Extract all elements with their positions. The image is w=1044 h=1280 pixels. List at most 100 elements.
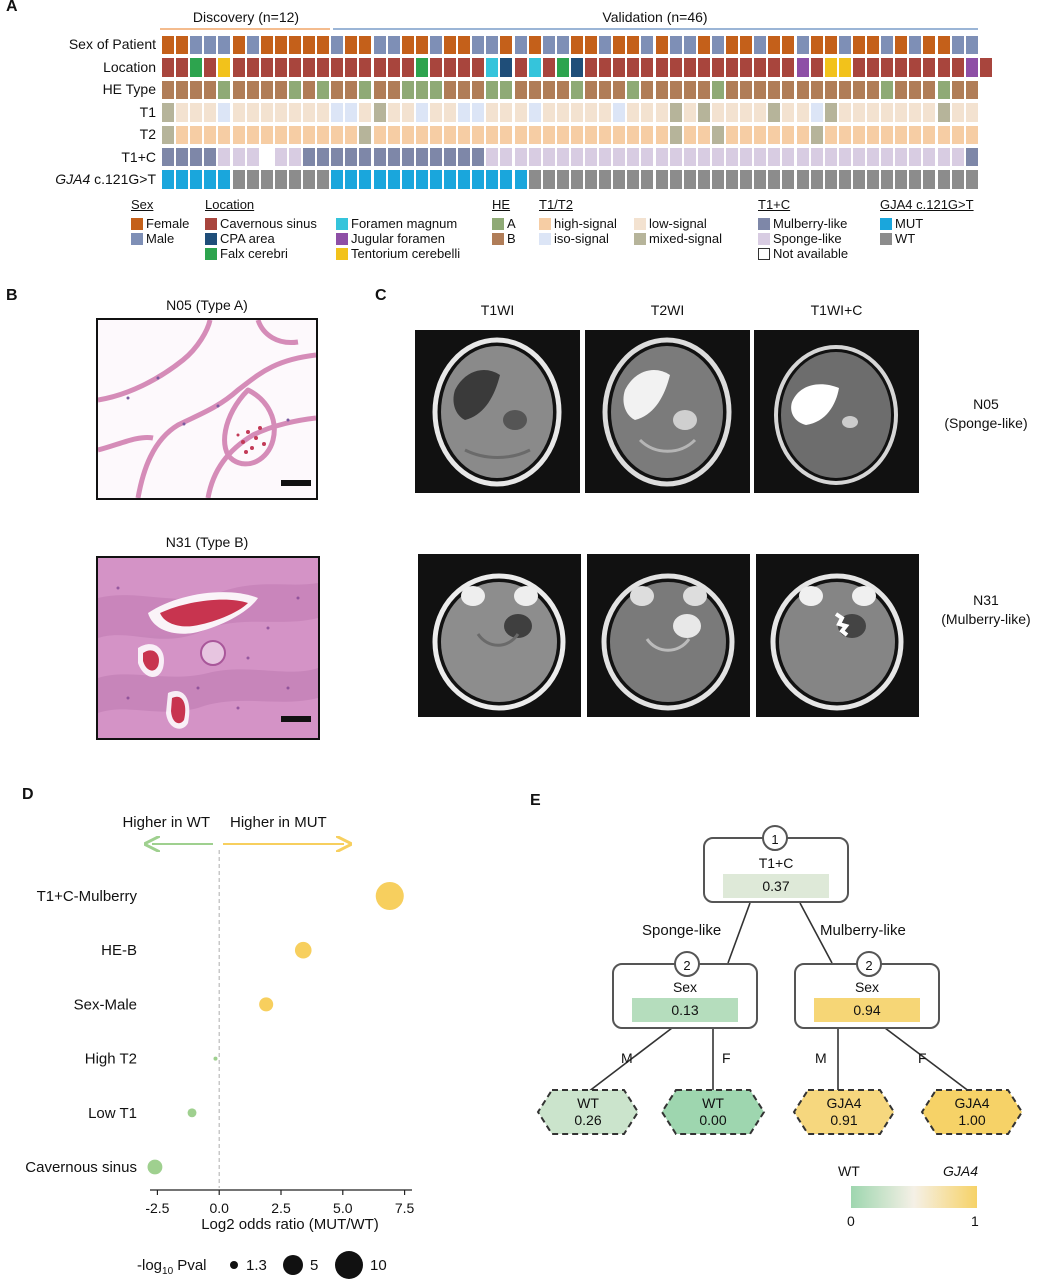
cell-t1-29 bbox=[556, 103, 569, 122]
cell-sex-35 bbox=[641, 36, 654, 55]
cell-t1-54 bbox=[909, 103, 922, 122]
cell-he-39 bbox=[697, 80, 710, 100]
cell-he-30 bbox=[570, 80, 583, 100]
legend-loc-jf: Jugular foramen bbox=[336, 231, 445, 246]
cell-t1c-50 bbox=[852, 148, 865, 167]
cell-location-4 bbox=[204, 58, 217, 77]
cell-gja4-36 bbox=[655, 170, 668, 189]
cell-t2-12 bbox=[317, 125, 330, 144]
cell-he-18 bbox=[401, 80, 414, 100]
legend-t1c-na: Not available bbox=[758, 246, 848, 261]
legend-t1c-na-text: Not available bbox=[773, 246, 849, 261]
cell-t1-44 bbox=[768, 103, 781, 122]
cell-gja4-41 bbox=[726, 170, 739, 189]
cell-location-25 bbox=[500, 58, 513, 77]
cell-sex-13 bbox=[331, 36, 344, 55]
mri-n05-t2wi bbox=[585, 330, 750, 493]
cell-he-21 bbox=[444, 80, 457, 100]
cell-t1c-43 bbox=[754, 148, 767, 167]
cell-sex-37 bbox=[669, 36, 682, 55]
cell-t2-53 bbox=[895, 125, 908, 144]
legend-gja4-wt-text: WT bbox=[895, 231, 916, 246]
mri-n05-t1wic bbox=[754, 330, 919, 493]
cell-he-7 bbox=[246, 80, 259, 100]
cell-sex-24 bbox=[486, 36, 499, 55]
cell-t1c-42 bbox=[740, 148, 753, 167]
cell-t1c-52 bbox=[881, 148, 894, 167]
cell-t1c-29 bbox=[556, 148, 569, 167]
y-category-label-3: Sex-Male bbox=[74, 996, 137, 1013]
cell-he-5 bbox=[218, 80, 231, 100]
cell-t2-55 bbox=[923, 125, 936, 144]
panel-d-label: D bbox=[22, 786, 34, 803]
cell-he-47 bbox=[810, 80, 823, 100]
cell-location-22 bbox=[458, 58, 471, 77]
micrograph-type-a-drawing bbox=[98, 320, 316, 498]
cell-sex-2 bbox=[176, 36, 189, 55]
cell-t1c-34 bbox=[627, 148, 640, 167]
cell-sex-21 bbox=[444, 36, 457, 55]
cell-t1c-23 bbox=[472, 148, 485, 167]
cell-gja4-37 bbox=[669, 170, 682, 189]
cell-sex-38 bbox=[683, 36, 696, 55]
size-legend-title-sub: 10 bbox=[162, 1266, 174, 1277]
panel-b-label: B bbox=[6, 287, 18, 304]
legend-t1c-mulberry: Mulberry-like bbox=[758, 216, 847, 231]
cell-he-33 bbox=[613, 80, 626, 100]
color-scale-bar bbox=[851, 1186, 977, 1208]
legend-he-a: A bbox=[492, 216, 516, 231]
cell-t1c-48 bbox=[824, 148, 837, 167]
legend-t1t2-iso-text: iso-signal bbox=[554, 231, 609, 246]
row-label-t1c: T1+C bbox=[121, 149, 156, 165]
cell-t1-27 bbox=[528, 103, 541, 122]
cell-gja4-38 bbox=[683, 170, 696, 189]
cell-he-10 bbox=[288, 80, 301, 100]
cell-t1-22 bbox=[458, 103, 471, 122]
cell-t2-46 bbox=[796, 125, 809, 144]
cell-location-36 bbox=[655, 58, 668, 77]
cell-t1c-57 bbox=[951, 148, 964, 167]
cell-he-1 bbox=[162, 80, 175, 100]
cell-t1-5 bbox=[218, 103, 231, 122]
cell-t1c-8 bbox=[260, 148, 273, 167]
cell-he-53 bbox=[895, 80, 908, 100]
cell-he-52 bbox=[881, 80, 894, 100]
cell-t2-13 bbox=[331, 125, 344, 144]
cell-gja4-42 bbox=[740, 170, 753, 189]
cell-t2-6 bbox=[232, 125, 245, 144]
x-tick-label-5: 7.5 bbox=[395, 1200, 415, 1216]
cell-t1-40 bbox=[711, 103, 724, 122]
cell-gja4-31 bbox=[585, 170, 598, 189]
y-category-label-6: Cavernous sinus bbox=[25, 1159, 137, 1176]
mri-n05-t1wi bbox=[415, 330, 580, 493]
cell-gja4-39 bbox=[697, 170, 710, 189]
legend-female-text: Female bbox=[146, 216, 190, 231]
cell-t1-38 bbox=[683, 103, 696, 122]
cell-he-50 bbox=[852, 80, 865, 100]
cell-t1c-39 bbox=[697, 148, 710, 167]
cell-gja4-17 bbox=[387, 170, 400, 189]
validation-group-label: Validation (n=46) bbox=[602, 9, 708, 25]
tree-right-value: 0.94 bbox=[814, 998, 920, 1022]
cell-he-51 bbox=[867, 80, 880, 100]
cell-t1-2 bbox=[176, 103, 189, 122]
cell-sex-48 bbox=[824, 36, 837, 55]
cell-t2-24 bbox=[486, 125, 499, 144]
cell-t2-48 bbox=[824, 125, 837, 144]
cell-t1-26 bbox=[514, 103, 527, 122]
cell-he-17 bbox=[387, 80, 400, 100]
cell-sex-28 bbox=[542, 36, 555, 55]
cell-t1-28 bbox=[542, 103, 555, 122]
cell-gja4-6 bbox=[232, 170, 245, 189]
tree-leaf-1-value: 0.26 bbox=[574, 1112, 602, 1128]
legend-location-title: Location bbox=[205, 197, 255, 212]
cell-location-3 bbox=[190, 58, 203, 77]
swatch-cpa-area bbox=[205, 233, 217, 245]
cell-he-25 bbox=[500, 80, 513, 100]
tree-right-step: 2 bbox=[856, 951, 882, 977]
cell-t1c-1 bbox=[162, 148, 175, 167]
mri-row2-type: (Mulberry-like) bbox=[941, 611, 1031, 627]
mri-col-t2wi: T2WI bbox=[650, 302, 685, 318]
tree-leaves-shapes bbox=[536, 1089, 1024, 1135]
cell-location-44 bbox=[768, 58, 781, 77]
